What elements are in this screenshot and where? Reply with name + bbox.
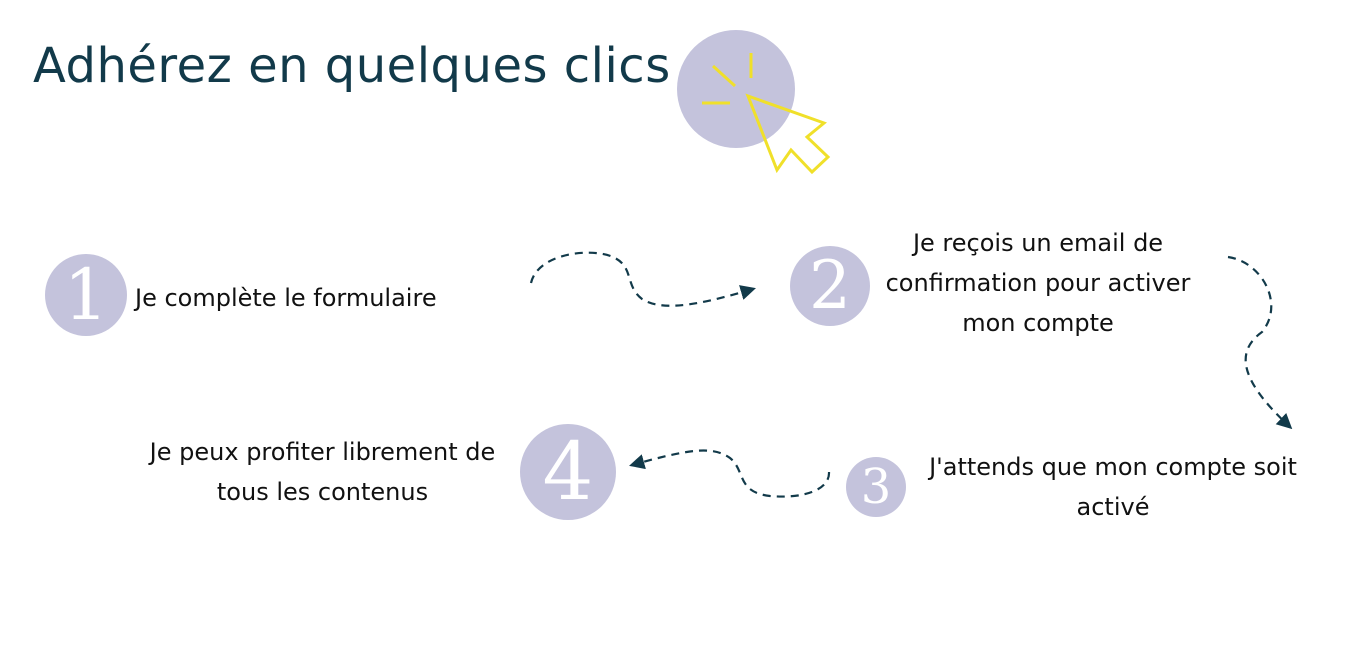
step-1-number-badge: 1 xyxy=(45,254,127,336)
step-2-text: Je reçois un email de confirmation pour … xyxy=(885,229,1191,337)
connector-arrow-3-4 xyxy=(629,449,831,498)
step-3-text: J'attends que mon compte soit activé xyxy=(929,453,1297,521)
connector-arrow-2-3 xyxy=(1227,255,1293,430)
step-4-text: Je peux profiter librement de tous les c… xyxy=(149,438,496,506)
step-3-number-badge: 3 xyxy=(846,457,906,517)
click-cursor-icon xyxy=(677,30,831,175)
connector-arrow-1-2 xyxy=(529,251,756,307)
page-title: Adhérez en quelques clics xyxy=(33,38,671,94)
step-1-text: Je complète le formulaire xyxy=(135,284,437,312)
step-4-number-badge: 4 xyxy=(520,424,616,520)
step-2-number-badge: 2 xyxy=(790,246,870,326)
